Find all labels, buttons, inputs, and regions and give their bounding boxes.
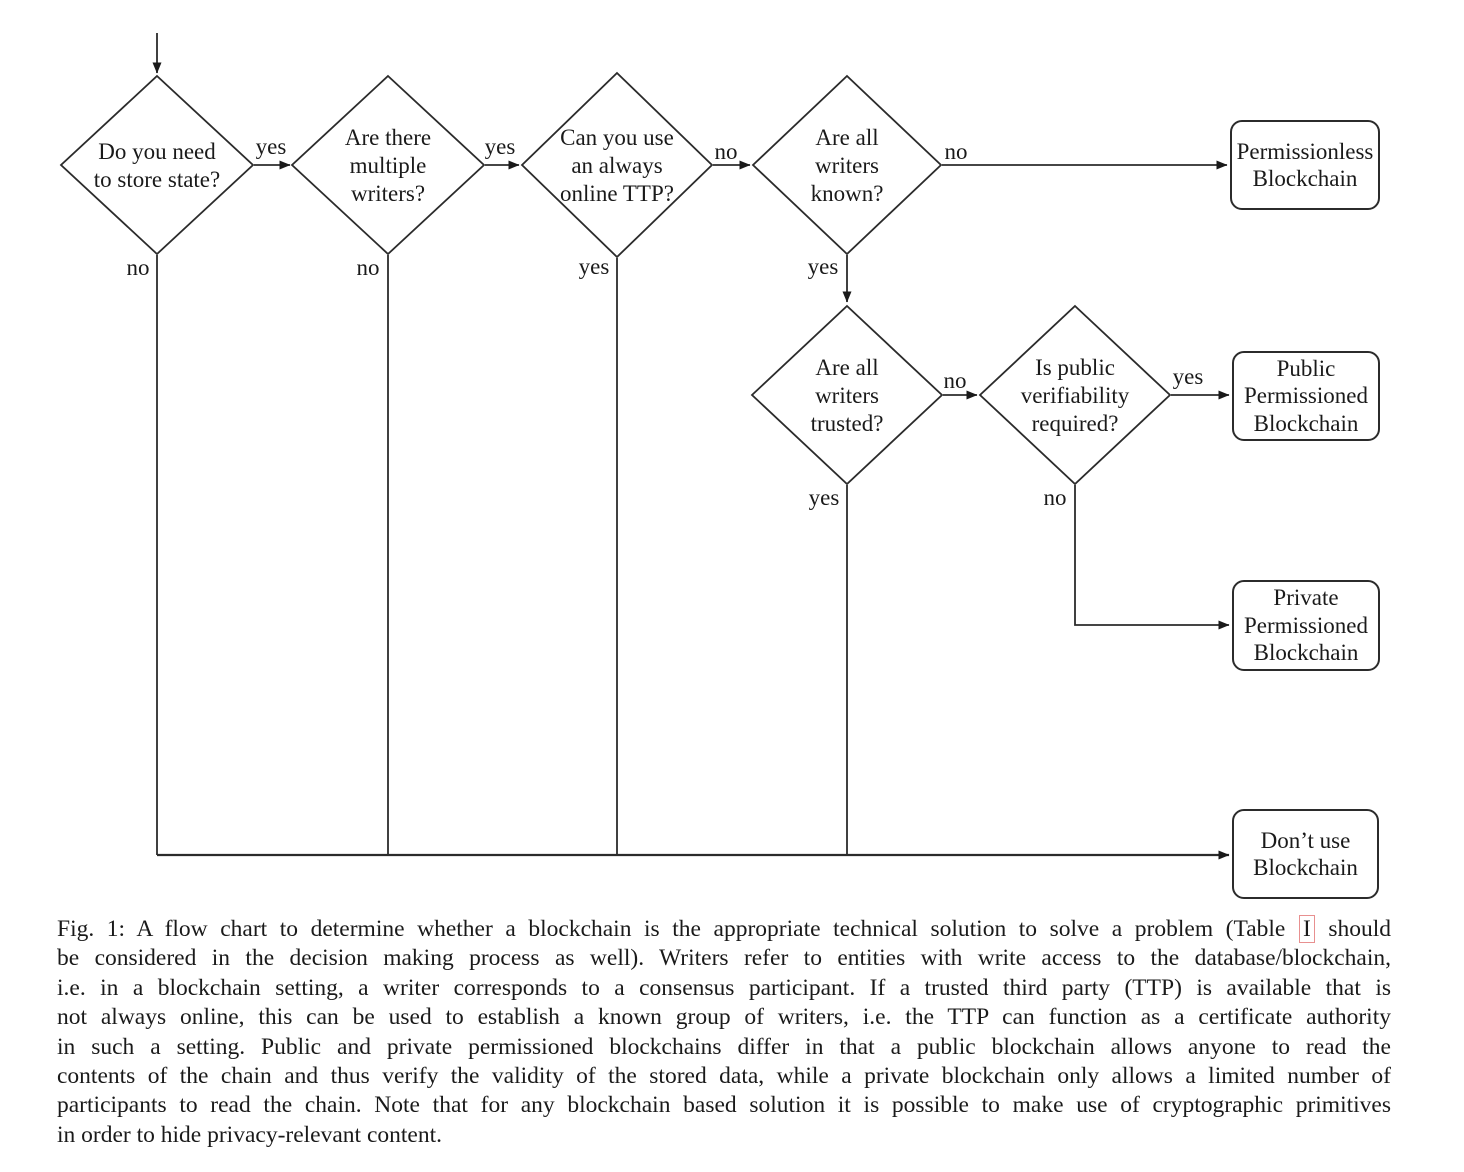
decision-public-verifiability-diamond xyxy=(978,304,1172,486)
flowchart-figure: Do you need to store state? Are there mu… xyxy=(59,33,1380,899)
decision-writers-trusted-diamond xyxy=(750,304,944,486)
d1-yes-label: yes xyxy=(255,134,287,159)
flowchart-canvas xyxy=(59,33,1230,860)
decision-line: Are all xyxy=(815,125,879,150)
d5-no-label: no xyxy=(943,368,967,393)
d1-no-label: no xyxy=(126,255,150,280)
caption-line-6: contents of the chain and thus verify th… xyxy=(57,1062,1391,1089)
caption-line-2: be considered in the decision making pro… xyxy=(57,945,1391,972)
decision-writers-known-diamond xyxy=(751,74,943,256)
decision-line: known? xyxy=(810,181,884,206)
decision-store-state-label: Do you need to store state? xyxy=(94,138,220,194)
d3-yes-label: yes xyxy=(578,254,610,279)
caption-line-5: in such a setting. Public and private pe… xyxy=(57,1033,1391,1060)
caption-text: should xyxy=(1328,916,1391,942)
outcome-line: Permissionless xyxy=(1236,138,1374,164)
outcome-line: Blockchain xyxy=(1252,166,1358,191)
d4-yes-label: yes xyxy=(807,254,839,279)
d6-no-label: no xyxy=(1043,485,1067,510)
outcome-line: Permissioned xyxy=(1244,383,1368,409)
outcome-line: Blockchain xyxy=(1253,640,1359,666)
decision-line: Are all xyxy=(815,355,879,380)
outcome-private-permissioned-blockchain: Private Permissioned Blockchain xyxy=(1232,580,1380,671)
arrow-d6-no-to-private xyxy=(1074,485,1230,630)
outcome-permissionless-blockchain: Permissionless Blockchain xyxy=(1230,120,1380,210)
table-ref-link[interactable]: I xyxy=(1298,915,1315,943)
caption-line-1: Fig. 1: A flow chart to determine whethe… xyxy=(57,915,1391,944)
decision-line: Can you use xyxy=(560,125,674,150)
outcome-line: Blockchain xyxy=(1253,855,1358,880)
decision-writers-known-label: Are all writers known? xyxy=(811,124,884,208)
decision-public-verifiability-label: Is public verifiability required? xyxy=(1021,354,1130,438)
decision-line: verifiability xyxy=(1020,383,1130,408)
decision-writers-trusted-label: Are all writers trusted? xyxy=(811,354,884,438)
decision-line: to store state? xyxy=(93,167,221,192)
decision-store-state-diamond xyxy=(59,74,255,256)
outcome-dont-use-blockchain: Don’t use Blockchain xyxy=(1232,809,1379,899)
caption-line-7: participants to read the chain. Note tha… xyxy=(57,1092,1391,1119)
decision-line: online TTP? xyxy=(560,181,674,206)
d2-no-label: no xyxy=(356,255,380,280)
outcome-line: Don’t use xyxy=(1260,827,1351,853)
decision-line: multiple xyxy=(349,153,427,178)
decision-line: trusted? xyxy=(810,411,884,436)
d3-no-label: no xyxy=(714,139,738,164)
decision-line: Do you need xyxy=(98,139,216,164)
outcome-line: Blockchain xyxy=(1253,410,1359,436)
caption-line-3: i.e. in a blockchain setting, a writer c… xyxy=(57,974,1391,1001)
decision-line: Is public xyxy=(1035,355,1115,380)
d6-yes-label: yes xyxy=(1172,364,1204,389)
decision-line: writers? xyxy=(350,181,426,206)
decision-line: Are there xyxy=(344,125,432,150)
decision-line: writers xyxy=(815,153,879,178)
caption-line-4: not always online, this can be used to e… xyxy=(57,1004,1391,1031)
caption-line-8: in order to hide privacy-relevant conten… xyxy=(57,1121,442,1148)
decision-line: an always xyxy=(571,153,663,178)
d2-yes-label: yes xyxy=(484,134,516,159)
decision-always-online-ttp-diamond xyxy=(520,71,714,259)
outcome-public-permissioned-blockchain: Public Permissioned Blockchain xyxy=(1232,351,1380,441)
outcome-line: Public xyxy=(1276,355,1336,381)
caption-text: Fig. 1: A flow chart to determine whethe… xyxy=(57,916,1286,942)
outcome-line: Private xyxy=(1273,585,1339,611)
figure-caption: Fig. 1: A flow chart to determine whethe… xyxy=(57,915,1391,1150)
d4-no-label: no xyxy=(944,139,968,164)
decision-multiple-writers-diamond xyxy=(290,74,486,256)
decision-line: required? xyxy=(1031,411,1119,436)
outcome-line: Permissioned xyxy=(1244,612,1368,638)
decision-line: writers xyxy=(815,383,879,408)
decision-always-online-ttp-label: Can you use an always online TTP? xyxy=(560,124,674,208)
decision-multiple-writers-label: Are there multiple writers? xyxy=(345,124,431,208)
d5-yes-label: yes xyxy=(808,485,840,510)
